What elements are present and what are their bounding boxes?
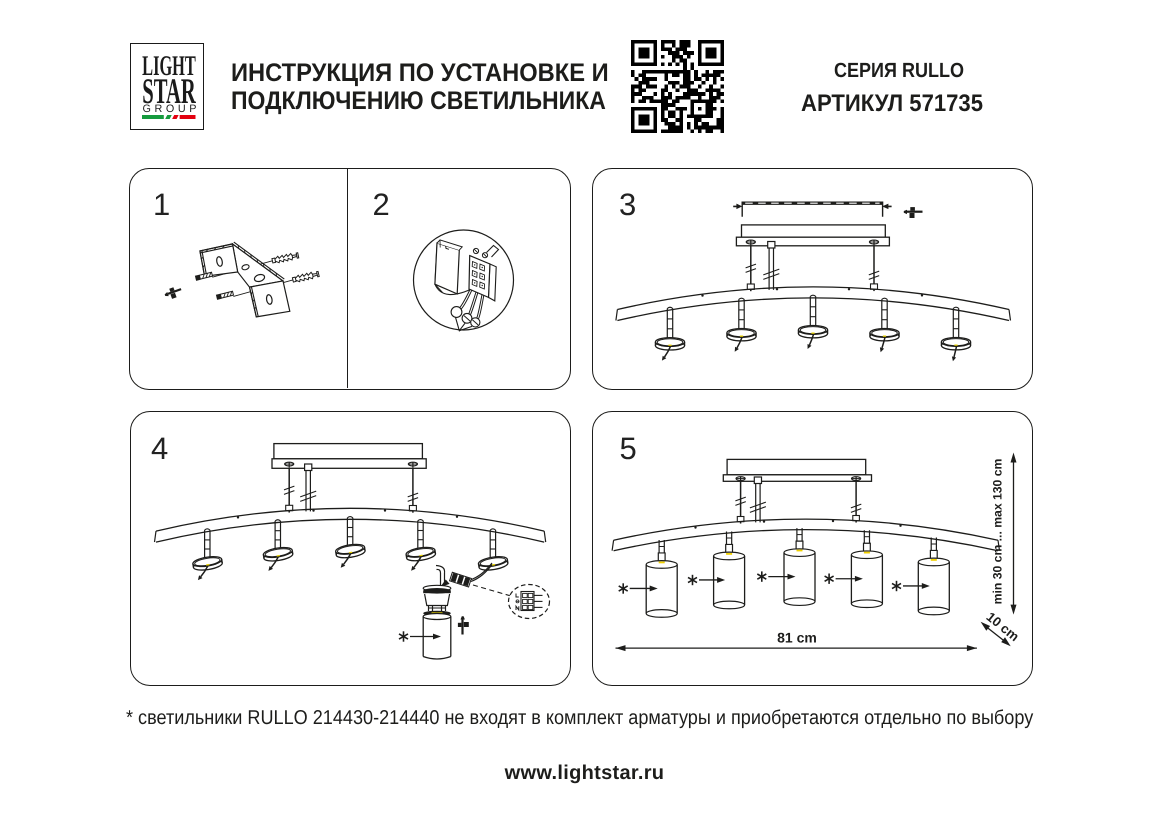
svg-text:81 cm: 81 cm (777, 629, 817, 645)
svg-text:min 30 cm ... max 130 cm: min 30 cm ... max 130 cm (990, 458, 1004, 604)
